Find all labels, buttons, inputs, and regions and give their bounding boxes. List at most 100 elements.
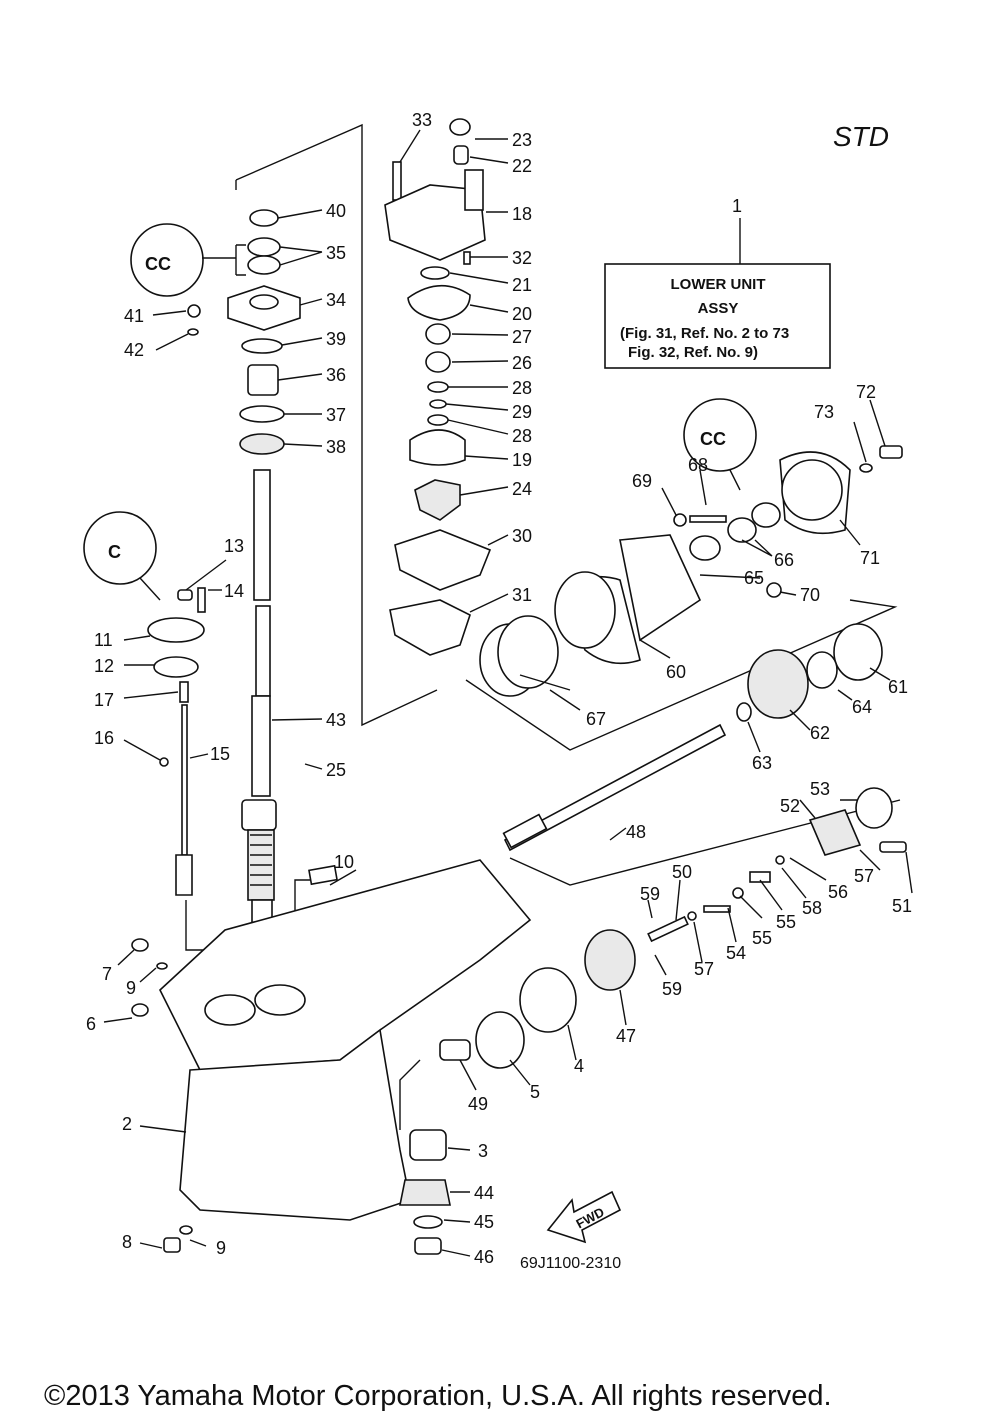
part-label: 19 <box>512 450 532 470</box>
drive-shaft <box>241 469 277 926</box>
part-label: 29 <box>512 402 532 422</box>
part-label: 70 <box>800 585 820 605</box>
part-label: 50 <box>672 862 692 882</box>
part-label: 71 <box>860 548 880 568</box>
part-label: 48 <box>626 822 646 842</box>
info-box-ref: 1 <box>732 196 742 216</box>
part-label: 32 <box>512 248 532 268</box>
part-label: 2 <box>122 1114 132 1134</box>
water-pump-group <box>384 118 492 656</box>
part-label: 31 <box>512 585 532 605</box>
gear-group <box>439 787 907 1069</box>
grease-callouts: CC C CC <box>83 223 757 601</box>
part-label: 43 <box>326 710 346 730</box>
part-label: 26 <box>512 353 532 373</box>
info-box-line2: ASSY <box>698 300 739 317</box>
part-label: 4 <box>574 1056 584 1076</box>
part-label: 53 <box>810 779 830 799</box>
part-label: 46 <box>474 1247 494 1267</box>
part-label: 65 <box>744 568 764 588</box>
part-label: 37 <box>326 405 346 425</box>
part-label: 55 <box>752 928 772 948</box>
part-label: 8 <box>122 1232 132 1252</box>
part-label: 7 <box>102 964 112 984</box>
part-label: 22 <box>512 156 532 176</box>
part-label: 27 <box>512 327 532 347</box>
prop-housing-group <box>479 445 903 722</box>
grease-cc-icon: CC <box>700 429 726 449</box>
part-label: 47 <box>616 1026 636 1046</box>
fwd-label: FWD <box>574 1204 607 1231</box>
part-label: 54 <box>726 943 746 963</box>
part-label: 28 <box>512 378 532 398</box>
variant-label: STD <box>833 121 889 152</box>
part-label: 51 <box>892 896 912 916</box>
part-label: 49 <box>468 1094 488 1114</box>
part-label: 34 <box>326 290 346 310</box>
part-label: 44 <box>474 1183 494 1203</box>
part-label: 67 <box>586 709 606 729</box>
part-label: 13 <box>224 536 244 556</box>
copyright: ©2013 Yamaha Motor Corporation, U.S.A. A… <box>44 1380 832 1412</box>
info-box: 1 LOWER UNIT ASSY (Fig. 31, Ref. No. 2 t… <box>604 196 831 369</box>
part-label: 38 <box>326 437 346 457</box>
part-label: 11 <box>94 630 113 650</box>
part-label: 21 <box>512 275 532 295</box>
part-label: 40 <box>326 201 346 221</box>
part-label: 33 <box>412 110 432 130</box>
info-box-line3: (Fig. 31, Ref. No. 2 to 73 <box>620 325 789 342</box>
part-label: 66 <box>774 550 794 570</box>
shift-rod-group <box>147 587 206 896</box>
part-label: 42 <box>124 340 144 360</box>
fwd-arrow: FWD <box>546 1190 622 1244</box>
part-label: 6 <box>86 1014 96 1034</box>
part-label: 59 <box>640 884 660 904</box>
part-label: 17 <box>94 690 114 710</box>
part-label: 55 <box>776 912 796 932</box>
part-label: 45 <box>474 1212 494 1232</box>
part-label: 64 <box>852 697 872 717</box>
part-label: 25 <box>326 760 346 780</box>
grease-c-icon: C <box>108 542 121 562</box>
part-label: 5 <box>530 1082 540 1102</box>
part-label: 52 <box>780 796 800 816</box>
part-label: 28 <box>512 426 532 446</box>
upper-seal-stack <box>187 209 301 455</box>
part-label: 60 <box>666 662 686 682</box>
part-label: 57 <box>854 866 874 886</box>
part-label: 23 <box>512 130 532 150</box>
part-label: 68 <box>688 455 708 475</box>
part-label: 69 <box>632 471 652 491</box>
part-label: 14 <box>224 581 244 601</box>
part-labels: 2 3 4 5 6 7 8 9 9 10 11 12 13 14 15 16 1… <box>86 110 912 1267</box>
drawing-code: 69J1100-2310 <box>520 1255 621 1272</box>
part-label: 62 <box>810 723 830 743</box>
part-label: 9 <box>126 978 136 998</box>
part-label: 20 <box>512 304 532 324</box>
part-label: 9 <box>216 1238 226 1258</box>
leader-lines <box>103 129 913 1257</box>
assembly-lines <box>185 123 901 1130</box>
info-box-line1: LOWER UNIT <box>671 276 766 293</box>
part-label: 35 <box>326 243 346 263</box>
grease-cc-icon: CC <box>145 254 171 274</box>
part-label: 10 <box>334 852 354 872</box>
part-label: 56 <box>828 882 848 902</box>
part-label: 30 <box>512 526 532 546</box>
lower-casing <box>131 859 532 1255</box>
part-label: 15 <box>210 744 230 764</box>
part-label: 58 <box>802 898 822 918</box>
part-label: 12 <box>94 656 114 676</box>
part-label: 24 <box>512 479 532 499</box>
part-label: 57 <box>694 959 714 979</box>
part-label: 72 <box>856 382 876 402</box>
part-label: 41 <box>124 306 144 326</box>
part-label: 61 <box>888 677 908 697</box>
part-label: 59 <box>662 979 682 999</box>
info-box-line4: Fig. 32, Ref. No. 9) <box>628 344 758 361</box>
part-label: 3 <box>478 1141 488 1161</box>
part-label: 18 <box>512 204 532 224</box>
part-label: 16 <box>94 728 114 748</box>
part-label: 63 <box>752 753 772 773</box>
